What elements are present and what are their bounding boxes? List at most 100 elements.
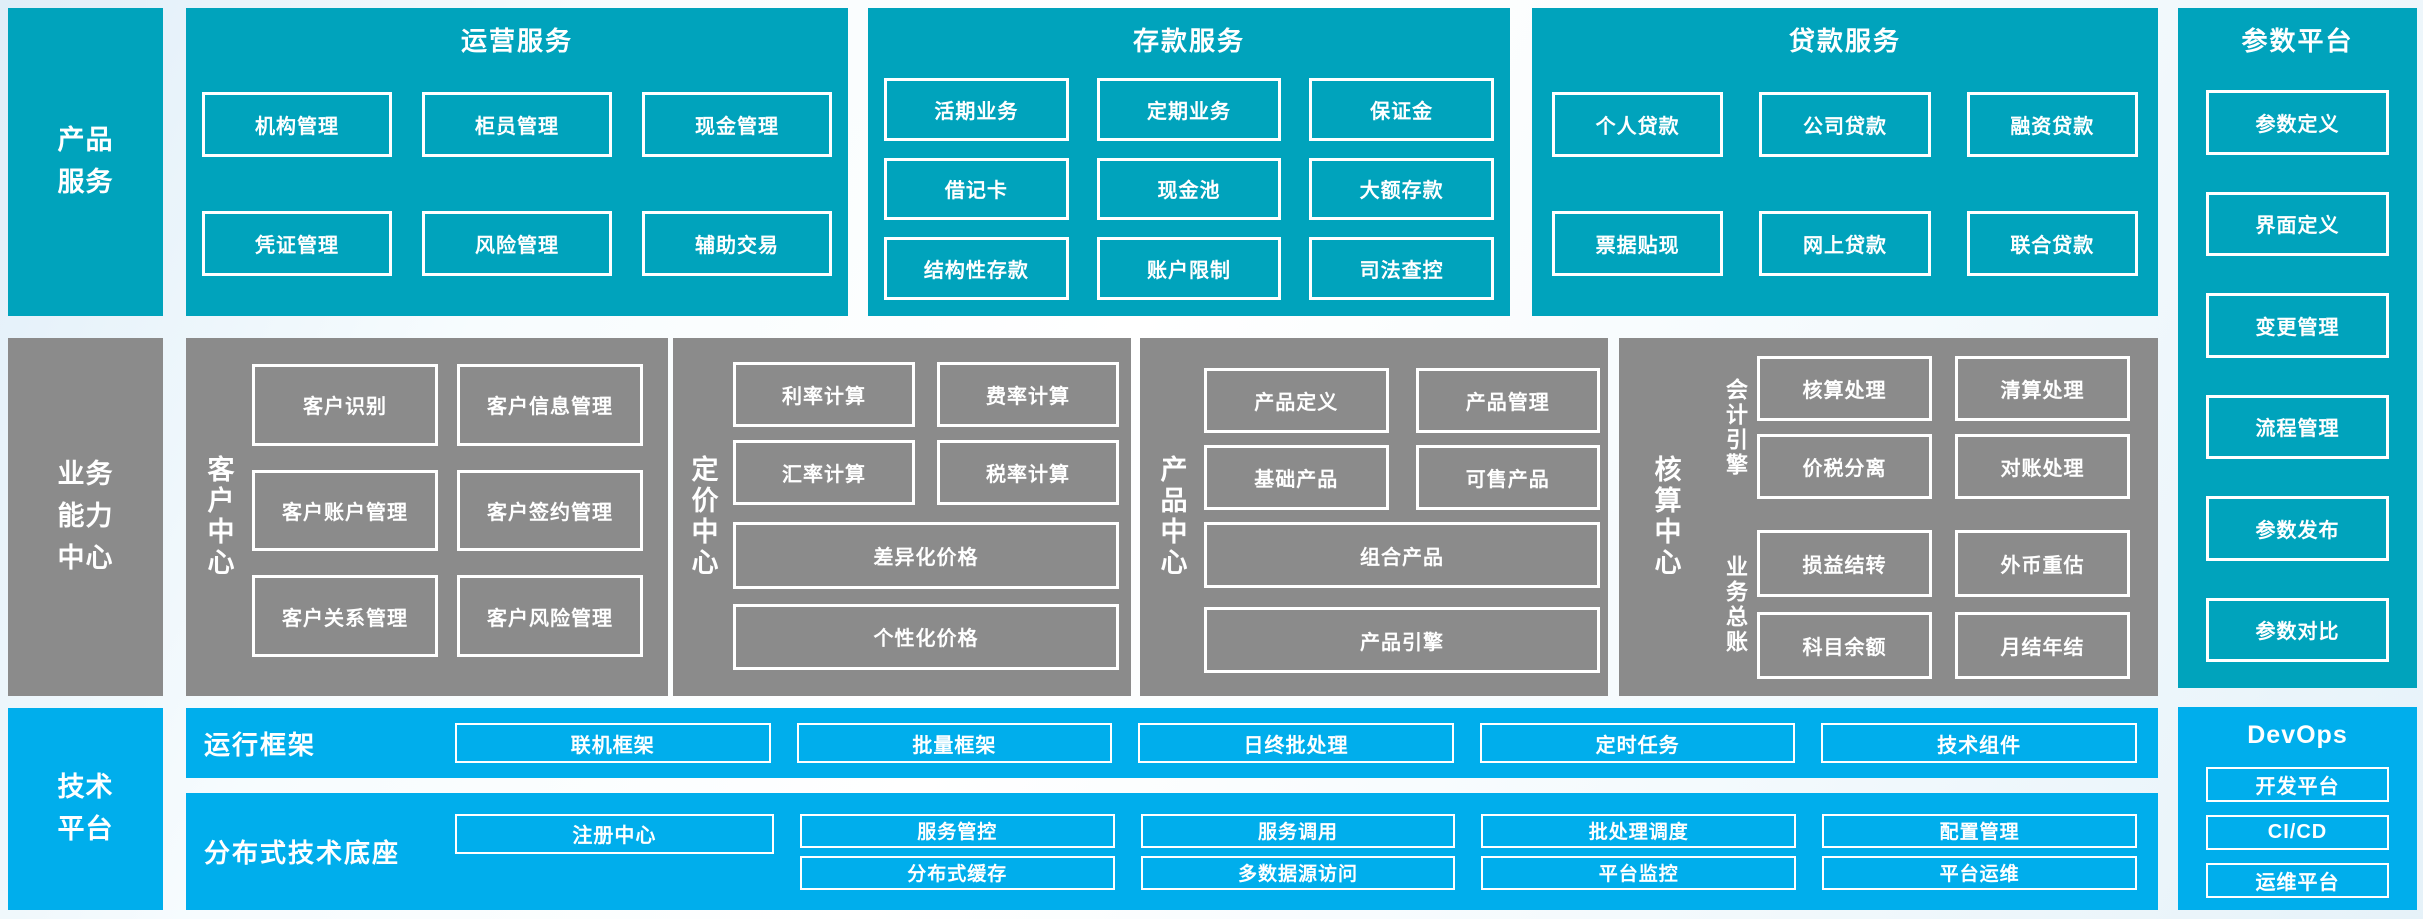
product-center-label: 产品中心 bbox=[1156, 455, 1187, 579]
module-box: 个人贷款 bbox=[1552, 92, 1724, 157]
sidebar-product-services-label: 产品服务 bbox=[57, 125, 114, 197]
runtime-framework-label: 运行框架 bbox=[204, 729, 317, 760]
module-box: 融资贷款 bbox=[1966, 92, 2138, 157]
module-box: CI/CD bbox=[2206, 815, 2389, 850]
panel-accounting-center: 核算中心 会计引擎 核算处理 清算处理 价税分离 对账处理 业务总账 bbox=[1619, 338, 2158, 696]
devops-title: DevOps bbox=[2247, 721, 2348, 749]
pricing-grid: 利率计算 费率计算 汇率计算 税率计算 bbox=[733, 362, 1119, 505]
distributed-tech-base-items: 注册中心 服务管控 分布式缓存 服务调用 多数据源访问 批处理调度 平台监控 配… bbox=[455, 813, 2137, 890]
module-box: 服务管控 bbox=[799, 813, 1115, 848]
panel-loan-services: 贷款服务 个人贷款 公司贷款 融资贷款 票据贴现 网上贷款 联合贷款 bbox=[1532, 8, 2158, 316]
module-box: 基础产品 bbox=[1204, 445, 1389, 510]
module-box: 批处理调度 bbox=[1481, 813, 1797, 848]
module-box: 产品定义 bbox=[1204, 368, 1389, 433]
module-box: 月结年结 bbox=[1955, 612, 2130, 679]
module-box: 参数对比 bbox=[2206, 597, 2389, 662]
section-title-operations: 运营服务 bbox=[460, 26, 573, 56]
module-box: 结构性存款 bbox=[884, 237, 1069, 300]
module-box: 保证金 bbox=[1309, 78, 1494, 141]
runtime-framework-items: 联机框架 批量框架 日终批处理 定时任务 技术组件 bbox=[455, 723, 2137, 763]
registry-center-box: 注册中心 bbox=[455, 813, 774, 854]
business-ledger-group: 业务总账 损益结转 外币重估 科目余额 月结年结 bbox=[1713, 530, 2130, 679]
module-box: 大额存款 bbox=[1309, 157, 1494, 221]
module-box: 借记卡 bbox=[884, 157, 1069, 221]
module-box: 开发平台 bbox=[2206, 767, 2389, 802]
business-ledger-label: 业务总账 bbox=[1723, 554, 1748, 655]
pricing-center-label: 定价中心 bbox=[687, 455, 718, 579]
module-box: 可售产品 bbox=[1415, 445, 1600, 510]
module-box: 现金池 bbox=[1096, 157, 1282, 221]
module-box: 联合贷款 bbox=[1966, 211, 2138, 276]
module-box: 界面定义 bbox=[2206, 191, 2389, 256]
product-content: 产品定义 产品管理 基础产品 可售产品 组合产品 产品引擎 bbox=[1204, 368, 1600, 673]
module-box: 客户信息管理 bbox=[457, 364, 643, 446]
module-box: 费率计算 bbox=[937, 362, 1119, 427]
pricing-center-label-wrap: 定价中心 bbox=[673, 338, 733, 696]
accounting-engine-grid: 核算处理 清算处理 价税分离 对账处理 bbox=[1757, 356, 2130, 499]
module-box: 机构管理 bbox=[202, 92, 392, 157]
devops-list: 开发平台 CI/CD 运维平台 bbox=[2206, 767, 2389, 898]
distributed-column: 服务管控 分布式缓存 bbox=[799, 813, 1115, 890]
module-box: 柜员管理 bbox=[422, 92, 612, 157]
module-box: 公司贷款 bbox=[1759, 92, 1931, 157]
module-box-wide: 差异化价格 bbox=[733, 522, 1119, 589]
module-box: 运维平台 bbox=[2206, 863, 2389, 898]
panel-pricing-center: 定价中心 利率计算 费率计算 汇率计算 税率计算 差异化价格 个性化价格 bbox=[673, 338, 1131, 696]
accounting-content: 会计引擎 核算处理 清算处理 价税分离 对账处理 业务总账 损益结转 外币重估 … bbox=[1713, 356, 2130, 680]
distributed-tech-base-label: 分布式技术底座 bbox=[204, 838, 401, 868]
accounting-group-gap bbox=[1713, 499, 2130, 530]
deposit-grid: 活期业务 定期业务 保证金 借记卡 现金池 大额存款 结构性存款 账户限制 司法… bbox=[884, 78, 1494, 300]
module-box: 损益结转 bbox=[1757, 530, 1932, 597]
business-ledger-label-wrap: 业务总账 bbox=[1713, 530, 1757, 679]
module-box: 联机框架 bbox=[455, 723, 771, 763]
module-box: 票据贴现 bbox=[1552, 211, 1724, 276]
customer-center-label: 客户中心 bbox=[203, 455, 234, 579]
module-box: 价税分离 bbox=[1757, 434, 1932, 499]
customer-grid: 客户识别 客户信息管理 客户账户管理 客户签约管理 客户关系管理 客户风险管理 bbox=[252, 364, 643, 657]
module-box: 变更管理 bbox=[2206, 293, 2389, 358]
module-box: 技术组件 bbox=[1821, 723, 2137, 763]
accounting-engine-label: 会计引擎 bbox=[1723, 377, 1748, 478]
distributed-column: 服务调用 多数据源访问 bbox=[1140, 813, 1456, 890]
pricing-content: 利率计算 费率计算 汇率计算 税率计算 差异化价格 个性化价格 bbox=[733, 362, 1119, 670]
panel-product-center: 产品中心 产品定义 产品管理 基础产品 可售产品 组合产品 产品引擎 bbox=[1140, 338, 1608, 696]
module-box: 外币重估 bbox=[1955, 530, 2130, 597]
sidebar-business-capability-center: 业务能力中心 bbox=[8, 338, 163, 696]
module-box: 批量框架 bbox=[796, 723, 1113, 763]
module-box-wide: 个性化价格 bbox=[733, 603, 1119, 670]
panel-operations-services: 运营服务 机构管理 柜员管理 现金管理 凭证管理 风险管理 辅助交易 bbox=[186, 8, 848, 316]
bar-runtime-framework: 运行框架 联机框架 批量框架 日终批处理 定时任务 技术组件 bbox=[186, 708, 2158, 778]
module-box: 对账处理 bbox=[1955, 434, 2130, 499]
operations-grid: 机构管理 柜员管理 现金管理 凭证管理 风险管理 辅助交易 bbox=[202, 92, 832, 276]
module-box: 司法查控 bbox=[1309, 237, 1494, 300]
accounting-center-label-wrap: 核算中心 bbox=[1619, 338, 1713, 696]
business-ledger-grid: 损益结转 外币重估 科目余额 月结年结 bbox=[1757, 530, 2130, 679]
module-box: 流程管理 bbox=[2206, 394, 2389, 459]
module-box: 配置管理 bbox=[1822, 813, 2137, 848]
distributed-column: 配置管理 平台运维 bbox=[1822, 813, 2137, 890]
module-box: 辅助交易 bbox=[642, 211, 832, 276]
module-box: 核算处理 bbox=[1757, 356, 1932, 421]
module-box: 客户风险管理 bbox=[457, 575, 643, 657]
module-box: 平台监控 bbox=[1481, 855, 1797, 890]
module-box: 服务调用 bbox=[1140, 813, 1456, 848]
distributed-column: 批处理调度 平台监控 bbox=[1481, 813, 1797, 890]
module-box: 参数发布 bbox=[2206, 496, 2389, 561]
product-grid: 产品定义 产品管理 基础产品 可售产品 bbox=[1204, 368, 1600, 510]
bar-distributed-tech-base: 分布式技术底座 注册中心 服务管控 分布式缓存 服务调用 多数据源访问 批处理调… bbox=[186, 793, 2158, 910]
module-box: 定时任务 bbox=[1479, 723, 1796, 763]
module-box: 风险管理 bbox=[422, 211, 612, 276]
module-box: 客户签约管理 bbox=[457, 469, 643, 552]
panel-deposit-services: 存款服务 活期业务 定期业务 保证金 借记卡 现金池 大额存款 结构性存款 账户… bbox=[868, 8, 1510, 316]
module-box: 现金管理 bbox=[642, 92, 832, 157]
panel-parameter-platform: 参数平台 参数定义 界面定义 变更管理 流程管理 参数发布 参数对比 bbox=[2178, 8, 2417, 688]
sidebar-technology-platform: 技术平台 bbox=[8, 708, 163, 910]
module-box: 汇率计算 bbox=[733, 440, 915, 505]
module-box: 客户账户管理 bbox=[252, 469, 438, 552]
product-center-label-wrap: 产品中心 bbox=[1140, 338, 1204, 696]
module-box: 产品管理 bbox=[1415, 368, 1600, 433]
customer-center-label-wrap: 客户中心 bbox=[186, 338, 252, 696]
module-box-wide: 组合产品 bbox=[1204, 522, 1600, 588]
panel-customer-center: 客户中心 客户识别 客户信息管理 客户账户管理 客户签约管理 客户关系管理 客户… bbox=[186, 338, 668, 696]
